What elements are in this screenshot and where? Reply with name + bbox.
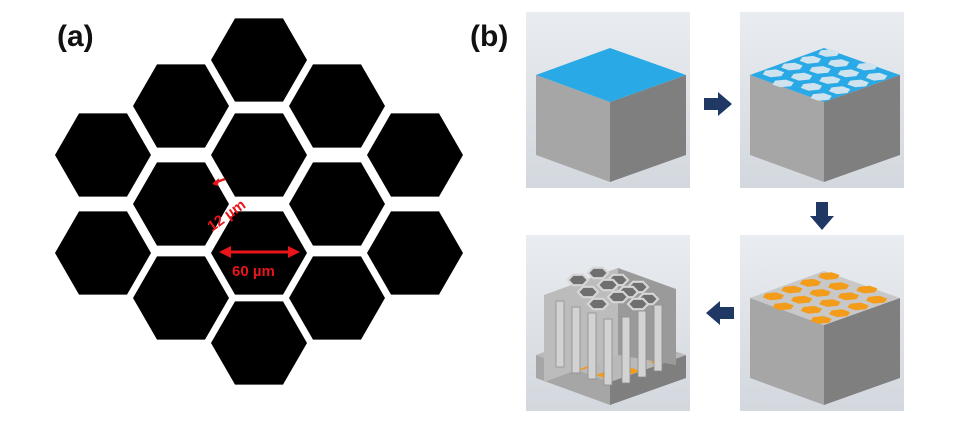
base-right-face (610, 355, 686, 405)
honeycomb-wall-fin (555, 300, 565, 368)
cube-1 (536, 48, 686, 182)
top-hexagon (800, 82, 823, 91)
top-hexagon (847, 79, 869, 88)
top-hexagon (856, 285, 878, 294)
hexagon (133, 256, 229, 340)
top-hexagon (865, 295, 888, 304)
hexagon (55, 113, 151, 197)
top-hexagon (818, 272, 840, 280)
arrow-down-icon (810, 202, 834, 230)
top-hexagon (790, 295, 813, 304)
top-hexagon (828, 309, 851, 318)
top-hexagon (837, 292, 860, 301)
hexagon (289, 256, 385, 340)
hexagon (133, 162, 229, 246)
top-hexagon (781, 285, 803, 294)
top-hexagon (809, 289, 831, 297)
cube-left-face (750, 75, 824, 182)
cube-4 (536, 266, 686, 405)
width-arrow-right-head (288, 246, 300, 258)
top-hexagon (799, 278, 822, 287)
process-step-patterned-openings (740, 12, 904, 188)
top-hexagon (772, 79, 794, 88)
honeycomb-cell (566, 273, 590, 287)
hexagon (211, 18, 307, 102)
honeycomb-wall-fin (621, 316, 631, 384)
honeycomb-wall-fin (571, 306, 581, 374)
honeycomb-wall-fin (637, 310, 647, 378)
honeycomb-wall-fin (587, 312, 597, 380)
top-hexagon (819, 76, 841, 84)
gap-arrow-head (212, 178, 219, 186)
hexagon (211, 113, 307, 197)
honeycomb-cell (626, 297, 650, 311)
process-step-etched-honeycomb (526, 235, 690, 411)
top-hexagon (809, 66, 831, 74)
hexagon (289, 64, 385, 148)
top-hexagon (856, 62, 878, 71)
top-hexagon (847, 302, 869, 311)
panel-b-label: (b) (470, 20, 509, 53)
width-label: 60 µm (232, 263, 275, 280)
top-hexagon (781, 62, 803, 71)
honeycomb-walls (544, 266, 676, 386)
honeycomb-cell (586, 297, 610, 311)
top-hexagon (818, 49, 840, 57)
top-hexagon (799, 55, 822, 64)
cube-right-face (610, 75, 686, 182)
mask-hexagons (762, 272, 888, 324)
grey-top-face (750, 271, 900, 325)
hexagon-group (55, 18, 463, 385)
top-hexagon (800, 305, 823, 314)
cube-3 (750, 271, 900, 405)
honeycomb-cell (606, 290, 630, 304)
coated-top-face (536, 48, 686, 102)
honeycomb-cell (586, 266, 610, 280)
top-hexagon (772, 302, 794, 311)
top-hexagon (837, 69, 860, 78)
hexagon (289, 162, 385, 246)
cube-left-face (750, 298, 824, 405)
process-step-coated-cube (526, 12, 690, 188)
cube-left-face (536, 75, 610, 182)
panel-a-label: (a) (57, 20, 94, 53)
hexagon (367, 113, 463, 197)
hexagon (55, 211, 151, 295)
honeycomb-cell (596, 278, 620, 292)
top-hexagon (865, 72, 888, 81)
hexagon-array: 12 µm 60 µm (55, 18, 463, 385)
opening-hexagons (762, 49, 888, 101)
top-hexagon (828, 86, 851, 95)
hexagon (367, 211, 463, 295)
cube-right-face (824, 75, 900, 182)
top-hexagon (810, 316, 832, 324)
top-hexagon (819, 299, 841, 307)
top-hexagon (810, 93, 832, 101)
cube-2 (750, 48, 900, 182)
hexagon (133, 64, 229, 148)
honeycomb-cell (576, 285, 600, 299)
width-arrow-left-head (219, 246, 231, 258)
honeycomb-wall-fin (653, 304, 663, 372)
arrow-left-icon (706, 301, 734, 325)
cube-right-face (824, 298, 900, 405)
top-hexagon (827, 59, 850, 68)
top-hexagon (790, 72, 813, 81)
arrow-right-icon (704, 92, 732, 116)
honeycomb-wall-fin (603, 318, 613, 386)
top-hexagon (762, 69, 785, 78)
top-hexagon (762, 292, 785, 301)
top-hexagon (827, 282, 850, 291)
process-step-orange-mask (740, 235, 904, 411)
coated-top-face (750, 48, 900, 102)
hexagon (211, 301, 307, 385)
